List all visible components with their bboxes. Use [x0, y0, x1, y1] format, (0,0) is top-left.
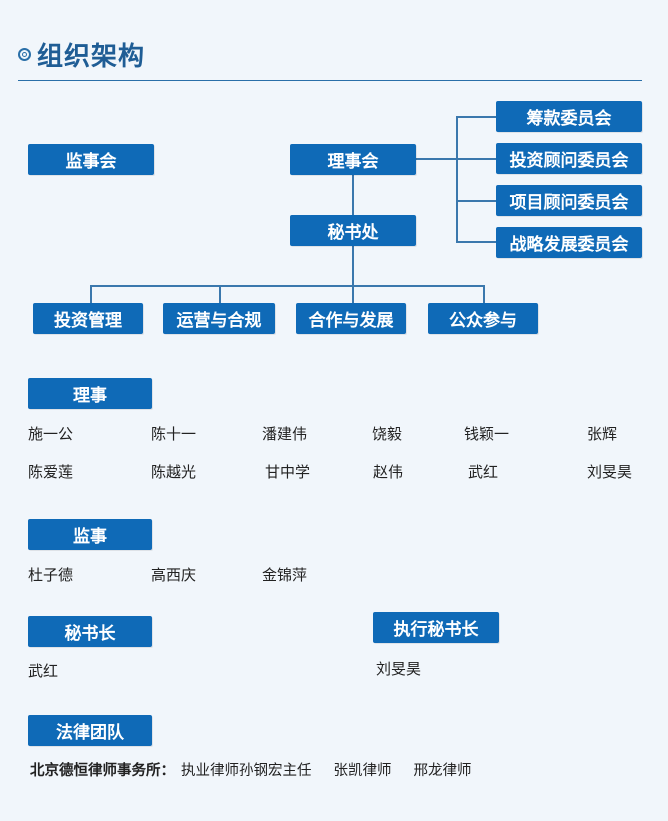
- committee-branch-line: [456, 116, 496, 118]
- director-name: 饶毅: [372, 425, 403, 443]
- director-name: 陈越光: [151, 463, 197, 481]
- director-name: 施一公: [28, 425, 74, 443]
- committee-box: 筹款委员会: [496, 101, 642, 132]
- legal-team-heading: 法律团队: [28, 715, 152, 746]
- director-name: 陈十一: [151, 425, 197, 443]
- lawyer-name: 邢龙律师: [413, 763, 472, 779]
- director-name: 赵伟: [373, 463, 404, 481]
- supervisor-name: 金锦萍: [262, 566, 308, 584]
- executive-secretary-general-heading: 执行秘书长: [373, 612, 499, 643]
- board-to-committees-line: [416, 158, 457, 160]
- department-box: 合作与发展: [296, 303, 406, 334]
- departments-bus-line: [90, 285, 484, 287]
- department-box: 投资管理: [33, 303, 143, 334]
- supervisor-name: 高西庆: [151, 566, 197, 584]
- lawyer-name: 张凯律师: [333, 763, 392, 779]
- department-box: 运营与合规: [163, 303, 275, 334]
- director-name: 陈爱莲: [28, 463, 74, 481]
- secretariat-box: 秘书处: [290, 215, 416, 246]
- director-name: 武红: [468, 463, 499, 481]
- committee-branch-line: [456, 241, 496, 243]
- supervisory-board-box: 监事会: [28, 144, 154, 175]
- department-drop-line: [352, 285, 354, 305]
- target-circle-icon: [18, 48, 31, 61]
- legal-team-line: 北京德恒律师事务所： 执业律师孙钢宏主任 张凯律师 邢龙律师: [30, 759, 494, 780]
- committee-box: 战略发展委员会: [496, 227, 642, 258]
- page-title: 组织架构: [18, 36, 145, 73]
- committees-spine-line: [456, 116, 458, 242]
- director-name: 刘旻昊: [587, 463, 633, 481]
- law-firm-name: 北京德恒律师事务所：: [30, 763, 175, 779]
- supervisors-heading: 监事: [28, 519, 152, 550]
- department-drop-line: [219, 285, 221, 305]
- director-name: 钱颖一: [464, 425, 510, 443]
- director-name: 张辉: [587, 425, 618, 443]
- directors-heading: 理事: [28, 378, 152, 409]
- committee-box: 投资顾问委员会: [496, 143, 642, 174]
- department-box: 公众参与: [428, 303, 538, 334]
- director-name: 甘中学: [265, 463, 311, 481]
- committee-branch-line: [456, 200, 496, 202]
- title-divider: [18, 80, 642, 81]
- page-title-text: 组织架构: [37, 42, 146, 72]
- director-name: 潘建伟: [262, 425, 308, 443]
- department-drop-line: [483, 285, 485, 305]
- committee-box: 项目顾问委员会: [496, 185, 642, 216]
- board-to-secretariat-line: [352, 174, 354, 216]
- secretariat-down-line: [352, 246, 354, 286]
- department-drop-line: [90, 285, 92, 305]
- committee-branch-line: [456, 158, 496, 160]
- supervisor-name: 杜子德: [28, 566, 74, 584]
- executive-secretary-general-name: 刘旻昊: [376, 660, 422, 678]
- secretary-general-heading: 秘书长: [28, 616, 152, 647]
- secretary-general-name: 武红: [28, 662, 59, 680]
- lawyer-name: 执业律师孙钢宏主任: [181, 763, 312, 779]
- board-box: 理事会: [290, 144, 416, 175]
